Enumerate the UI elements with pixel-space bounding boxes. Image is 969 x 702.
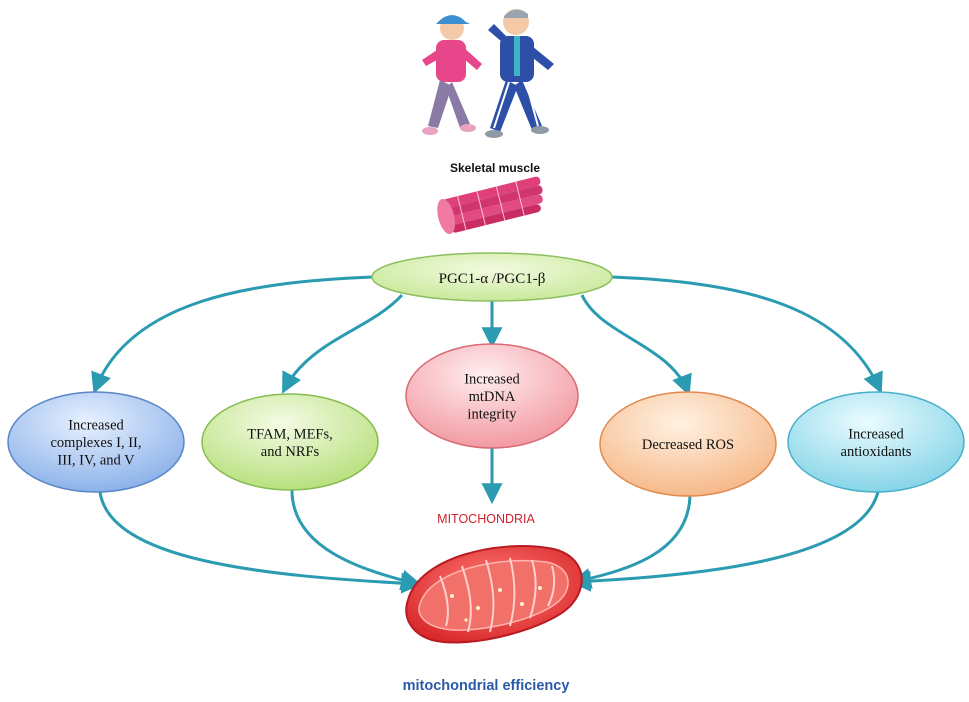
node-ros: Decreased ROS <box>599 391 777 497</box>
node-antioxidants-label: Increased antioxidants <box>841 426 912 460</box>
skeletal-muscle-label: Skeletal muscle <box>450 161 540 175</box>
walking-couple-illustration <box>422 9 554 138</box>
node-label-line: Increased <box>464 372 520 388</box>
node-antioxidants: Increased antioxidants <box>787 391 965 493</box>
node-label-line: mtDNA <box>469 389 516 405</box>
arrow-tfam-to-mito <box>290 489 423 591</box>
hub-label: PGC1-α /PGC1-β <box>439 271 546 287</box>
node-label-line: Decreased ROS <box>642 437 734 453</box>
node-label-line: complexes I, II, <box>51 435 142 451</box>
mitochondrion-illustration <box>405 545 583 644</box>
arrow-ros-to-mito <box>569 495 692 589</box>
mitochondrial-efficiency-label: mitochondrial efficiency <box>403 678 570 694</box>
muscle-fiber-bundle-icon <box>437 176 543 235</box>
arrow-hub-to-antioxidants <box>611 275 883 394</box>
arrow-hub-to-tfam <box>282 293 404 394</box>
node-label-line: III, IV, and V <box>57 453 135 469</box>
node-label-line: Increased <box>68 418 124 434</box>
hub-node: PGC1-α /PGC1-β <box>371 252 613 302</box>
arrow-complexes-to-mito <box>98 491 423 594</box>
arrow-antioxidants-to-mito <box>569 491 880 592</box>
node-tfam-label: TFAM, MEFs, and NRFs <box>247 426 333 460</box>
node-label-line: and NRFs <box>261 444 320 460</box>
node-label-line: antioxidants <box>841 444 912 460</box>
arrow-hub-to-complexes <box>91 275 373 394</box>
hub-arrows <box>91 275 883 594</box>
node-label-line: integrity <box>467 407 517 423</box>
node-ros-label: Decreased ROS <box>642 437 734 453</box>
node-tfam: TFAM, MEFs, and NRFs <box>201 393 379 491</box>
arrow-hub-to-ros <box>580 294 692 396</box>
mitochondria-label: MITOCHONDRIA <box>437 512 535 526</box>
node-label-line: Increased <box>848 426 904 442</box>
node-label-line: TFAM, MEFs, <box>247 426 333 442</box>
